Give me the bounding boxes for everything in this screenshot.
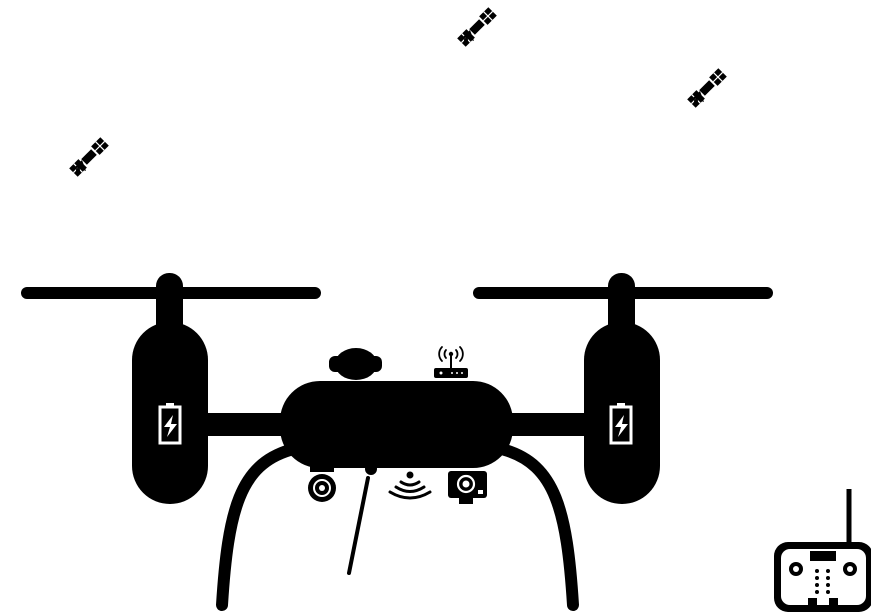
left-motor-pod <box>132 322 208 504</box>
satellite-icon <box>457 7 497 47</box>
gps-receiver-icon <box>329 348 382 380</box>
landing-gear-icon <box>222 450 573 605</box>
gimbal-camera-icon <box>308 466 336 502</box>
satellite-icon <box>69 137 109 177</box>
wifi-router-icon <box>434 347 468 378</box>
right-motor-pod <box>584 322 660 504</box>
drone-body <box>280 381 513 468</box>
satellite-icon <box>687 68 727 108</box>
antenna-icon <box>349 463 377 573</box>
remote-controller-icon <box>774 489 871 612</box>
sonar-sensor-icon <box>390 472 430 499</box>
camera-module-icon <box>448 471 487 504</box>
